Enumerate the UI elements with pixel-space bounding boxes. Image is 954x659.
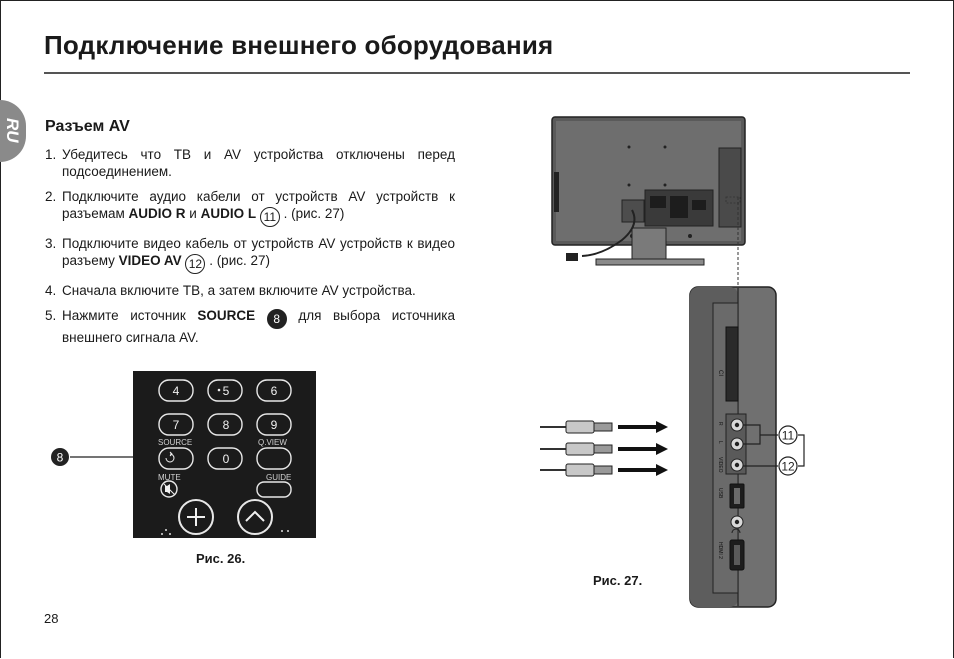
svg-text:4: 4	[173, 384, 180, 398]
step-number: 2.	[45, 189, 57, 204]
video-av-label: VIDEO AV	[118, 253, 182, 268]
step-text-part: . (рис. 27)	[283, 206, 345, 221]
arrow-right-icon	[656, 443, 668, 455]
step-text: Подключите видео кабель от устройств AV …	[62, 235, 455, 274]
remote-key-9: 9	[256, 413, 292, 436]
r-jack-label: R	[717, 422, 723, 426]
callouts-11-12: 11 12	[743, 424, 805, 476]
svg-text:8: 8	[223, 418, 230, 432]
guide-key-label: GUIDE	[266, 473, 291, 482]
audio-l-label: AUDIO L	[200, 206, 257, 221]
arrow-right-icon	[656, 464, 668, 476]
figure-26-caption: Рис. 26.	[196, 551, 246, 566]
arrow-right-icon	[656, 421, 668, 433]
qview-key-label: Q.VIEW	[258, 438, 287, 447]
remote-key-mute	[160, 480, 178, 498]
step-text: Сначала включите ТВ, а затем включите AV…	[62, 283, 416, 298]
steps-list: 1. Убедитесь что ТВ и AV устройства откл…	[45, 146, 455, 354]
svg-text:5: 5	[223, 384, 230, 398]
callout-8-label: 8	[57, 451, 64, 465]
ref-badge-12: 12	[185, 254, 206, 274]
svg-text:0: 0	[223, 452, 230, 466]
ref-badge-11: 11	[259, 207, 280, 227]
remote-key-plus	[178, 499, 214, 535]
audio-r-label: AUDIO R	[128, 206, 186, 221]
svg-text:7: 7	[173, 418, 180, 432]
title-divider	[44, 72, 910, 74]
step-number: 5.	[45, 308, 57, 323]
l-jack-label: L	[717, 441, 723, 444]
remote-key-source	[158, 447, 194, 470]
remote-control: 4 5 6 7 8 9 SOURCE Q.VIEW	[133, 371, 316, 538]
remote-key-6: 6	[256, 379, 292, 402]
step-text-part: Подключите видео кабель от устройств AV …	[62, 236, 455, 268]
remote-key-8: 8	[207, 413, 243, 436]
page-title: Подключение внешнего оборудования	[44, 30, 554, 60]
step-number: 3.	[45, 236, 57, 251]
step-number: 4.	[45, 283, 57, 298]
usb-label: USB	[717, 488, 723, 499]
remote-key-up	[237, 499, 273, 535]
cable-audio-l	[540, 442, 668, 456]
cable-audio-r	[540, 420, 668, 434]
source-key-label: SOURCE	[158, 438, 192, 447]
callout-12-label: 12	[781, 460, 795, 474]
chevron-up-icon	[245, 510, 265, 522]
step-text-part: для выбора источника внешнего сигнала AV…	[62, 308, 455, 345]
step-4: 4. Сначала включите ТВ, а затем включите…	[45, 282, 455, 299]
remote-key-qview	[256, 447, 292, 470]
remote-key-5: 5	[207, 379, 243, 402]
remote-key-7: 7	[158, 413, 194, 436]
step-text-part: Нажмите источник	[62, 308, 198, 323]
step-2: 2. Подключите аудио кабели от устройств …	[45, 188, 455, 227]
svg-text:9: 9	[271, 418, 278, 432]
step-text-part: Подключите аудио кабели от устройств AV …	[62, 189, 455, 221]
step-text-part: . (рис. 27)	[209, 253, 270, 268]
step-5: 5. Нажмите источник SOURCE 8 для выбора …	[45, 307, 455, 346]
step-3: 3. Подключите видео кабель от устройств …	[45, 235, 455, 274]
figure-27-caption: Рис. 27.	[593, 573, 643, 588]
callout-12-badge	[778, 456, 798, 476]
step-text: Убедитесь что ТВ и AV устройства отключе…	[62, 147, 455, 179]
step-text: Нажмите источник SOURCE 8 для выбора ист…	[62, 307, 455, 346]
ci-slot-label: CI	[717, 370, 723, 376]
plus-icon	[187, 508, 205, 526]
step-number: 1.	[45, 147, 57, 162]
section-title: Разъем AV	[45, 118, 130, 135]
hdmi-label: HDMI 2	[717, 542, 723, 559]
source-label: SOURCE	[197, 308, 256, 323]
cable-video	[540, 463, 668, 477]
mute-key-label: MUTE	[158, 473, 181, 482]
callout-8-badge	[51, 448, 69, 466]
av-cables	[540, 420, 668, 477]
remote-key-0: 0	[207, 447, 243, 470]
remote-key-guide	[256, 481, 292, 498]
callout-11-badge	[778, 425, 798, 445]
page-number: 28	[44, 611, 59, 626]
callout-11-label: 11	[782, 429, 795, 443]
tv-rear-illustration	[551, 116, 746, 266]
remote-key-4: 4	[158, 379, 194, 402]
headphone-icon	[731, 528, 741, 534]
side-panel: CI R L VIDEO USB HDMI 2	[689, 286, 777, 608]
tactile-dot-icon	[217, 388, 221, 392]
svg-text:6: 6	[271, 384, 278, 398]
step-1: 1. Убедитесь что ТВ и AV устройства откл…	[45, 146, 455, 180]
video-jack-label: VIDEO	[717, 457, 723, 473]
step-text: Подключите аудио кабели от устройств AV …	[62, 188, 455, 227]
ref-badge-8: 8	[266, 309, 287, 329]
step-text-part: и	[185, 206, 201, 221]
